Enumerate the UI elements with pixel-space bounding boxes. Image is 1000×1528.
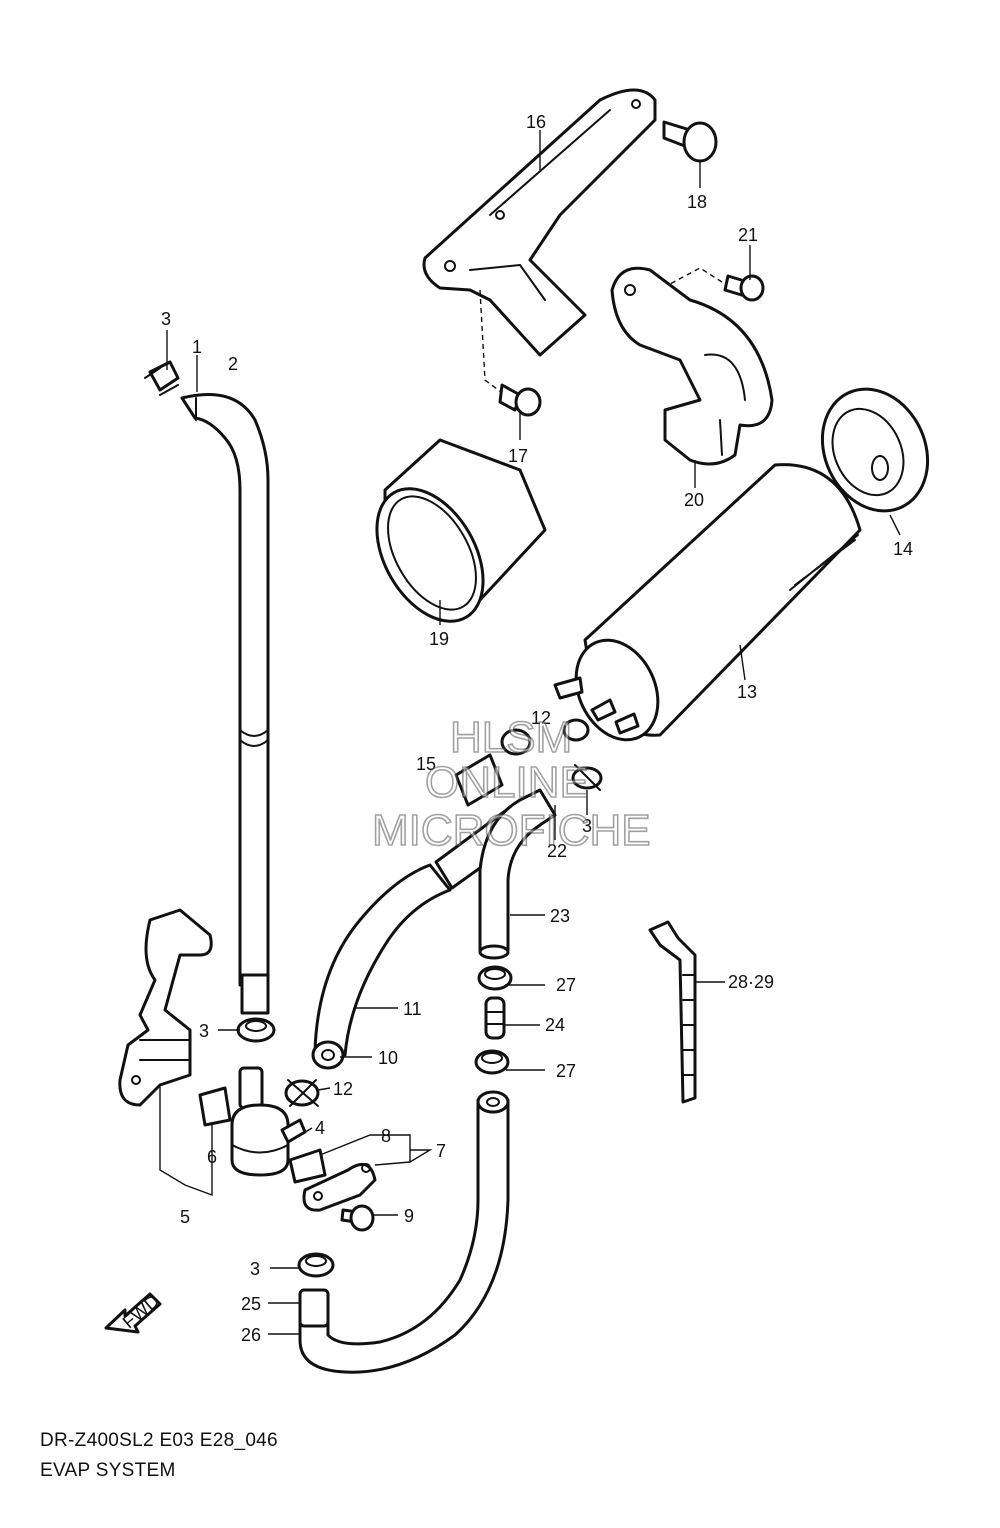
clamp-8 xyxy=(288,1148,327,1184)
hose-26 xyxy=(298,1090,510,1374)
bracket-5 xyxy=(118,908,213,1107)
callout-4: 4 xyxy=(315,1118,325,1138)
callout-24: 24 xyxy=(545,1015,565,1035)
footer-diagram-title: EVAP SYSTEM xyxy=(40,1460,176,1481)
callout-17: 17 xyxy=(508,446,528,466)
watermark-line-3: MICROFICHE xyxy=(372,806,651,855)
callout-16: 16 xyxy=(526,112,546,132)
callout-25: 25 xyxy=(241,1294,261,1314)
bracket-20 xyxy=(610,266,774,466)
canister-13 xyxy=(553,463,862,742)
callout-12-upper: 12 xyxy=(531,708,551,728)
clamp-12-left xyxy=(284,1079,320,1107)
callout-27-top: 27 xyxy=(556,975,576,995)
cable-tie-28-29 xyxy=(648,920,697,1104)
connector-24 xyxy=(484,996,506,1040)
callout-21: 21 xyxy=(738,225,758,245)
cap-14 xyxy=(820,387,930,513)
valve-4 xyxy=(230,1066,307,1177)
callout-14: 14 xyxy=(893,539,913,559)
callout-28-29: 28·29 xyxy=(728,972,774,992)
clamp-3-mid xyxy=(236,1017,276,1043)
clamp-12-upper xyxy=(500,718,590,756)
screw-9 xyxy=(340,1204,375,1232)
clamp-3-upper xyxy=(571,764,603,791)
watermark-line-2: ONLINE xyxy=(425,758,589,807)
clamp-27-top xyxy=(477,965,513,991)
callout-13: 13 xyxy=(737,682,757,702)
callout-27-bottom: 27 xyxy=(556,1061,576,1081)
bracket-16 xyxy=(422,88,657,357)
callout-20: 20 xyxy=(684,490,704,510)
callout-9: 9 xyxy=(404,1206,414,1226)
callout-3: 3 xyxy=(161,309,171,329)
callout-6: 6 xyxy=(207,1147,217,1167)
callout-3-mid: 3 xyxy=(199,1021,209,1041)
clip-3-top xyxy=(144,360,180,396)
bracket-7 xyxy=(302,1162,377,1212)
callout-22: 22 xyxy=(547,841,567,861)
callout-8: 8 xyxy=(381,1126,391,1146)
callout-19: 19 xyxy=(429,629,449,649)
bolt-21 xyxy=(723,274,765,302)
clip-6 xyxy=(198,1086,232,1127)
callout-5: 5 xyxy=(180,1207,190,1227)
bolt-17 xyxy=(498,383,542,417)
footer-model-code: DR-Z400SL2 E03 E28_046 xyxy=(40,1430,278,1451)
callout-11: 11 xyxy=(403,999,422,1019)
callout-18: 18 xyxy=(687,192,707,212)
callout-7: 7 xyxy=(436,1141,446,1161)
fwd-label: FWD xyxy=(119,1291,163,1333)
hose-23 xyxy=(478,788,557,960)
callouts: 3 1 2 16 18 21 17 20 14 19 13 12 15 3 22… xyxy=(161,112,913,1345)
clamp-3-bottom xyxy=(297,1252,335,1278)
callout-12: 12 xyxy=(333,1079,353,1099)
bolt-18 xyxy=(662,120,718,163)
hose-2 xyxy=(180,393,270,1015)
cap-19 xyxy=(375,438,547,623)
watermark: HLSM ONLINE MICROFICHE xyxy=(371,712,651,856)
callout-3-upper: 3 xyxy=(582,816,592,836)
callout-23: 23 xyxy=(550,906,570,926)
leader-16-17 xyxy=(479,289,506,396)
leader-lines xyxy=(159,130,901,1335)
fwd-arrow-icon: FWD xyxy=(104,1291,163,1334)
callout-3-bottom: 3 xyxy=(250,1259,260,1279)
watermark-line-1: HLSM xyxy=(450,713,572,762)
callout-10: 10 xyxy=(378,1048,398,1068)
clamp-27-bottom xyxy=(474,1049,510,1075)
callout-26: 26 xyxy=(241,1325,261,1345)
callout-15: 15 xyxy=(416,754,436,774)
callout-1: 1 xyxy=(192,337,202,357)
callout-2: 2 xyxy=(228,354,238,374)
